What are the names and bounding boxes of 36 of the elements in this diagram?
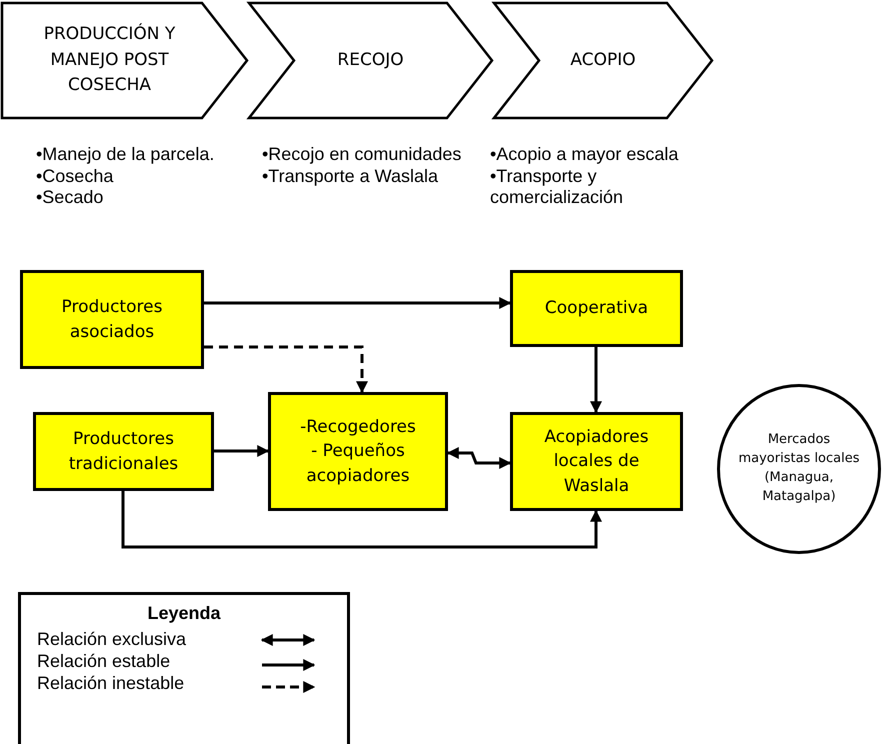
process-box: [510, 412, 683, 511]
legend-title: Leyenda: [146, 603, 222, 624]
connector-arrow: [446, 447, 512, 469]
connector-arrow: [590, 347, 602, 414]
process-box: [33, 412, 214, 491]
connector-arrow: [214, 445, 270, 457]
node-label: ACOPIO: [570, 48, 636, 72]
connector-arrow: [204, 346, 368, 394]
bullet-text: •Transporte y comercialización: [490, 166, 624, 209]
legend-text: Relación inestable: [37, 673, 184, 694]
node-label: RECOJO: [337, 48, 404, 72]
bullet-text: •Transporte a Waslala: [262, 166, 440, 188]
legend-text: Relación exclusiva: [37, 629, 186, 650]
chevron-step-shape: [494, 3, 712, 118]
node-label: Acopiadores locales de Waslala: [543, 426, 650, 498]
legend-text: Relación estable: [37, 651, 170, 672]
process-box: [268, 392, 448, 511]
process-box: [510, 270, 683, 347]
node-label: PRODUCCIÓN Y MANEJO POST COSECHA: [42, 22, 176, 98]
connector-arrow: [204, 297, 512, 309]
chevron-step-shape: [2, 3, 247, 118]
market-circle: [717, 384, 881, 554]
bullet-text: •Acopio a mayor escala: [490, 144, 680, 166]
bullet-text: •Manejo de la parcela.: [36, 144, 216, 166]
bullet-text: •Recojo en comunidades: [262, 144, 462, 166]
connector-arrow: [122, 491, 602, 548]
process-box: [20, 270, 204, 369]
bullet-text: •Secado: [36, 187, 104, 209]
node-label: Cooperativa: [544, 297, 648, 320]
node-label: Productores asociados: [60, 296, 164, 344]
node-label: - Pequeños acopiadores: [305, 440, 411, 488]
bullet-text: •Cosecha: [36, 166, 114, 188]
chevron-step-shape: [249, 3, 492, 118]
node-label: Productores tradicionales: [68, 428, 180, 476]
node-label: Mercados mayoristas locales (Managua, Matagalpa): [737, 431, 861, 506]
node-label: -Recogedores: [300, 416, 416, 439]
